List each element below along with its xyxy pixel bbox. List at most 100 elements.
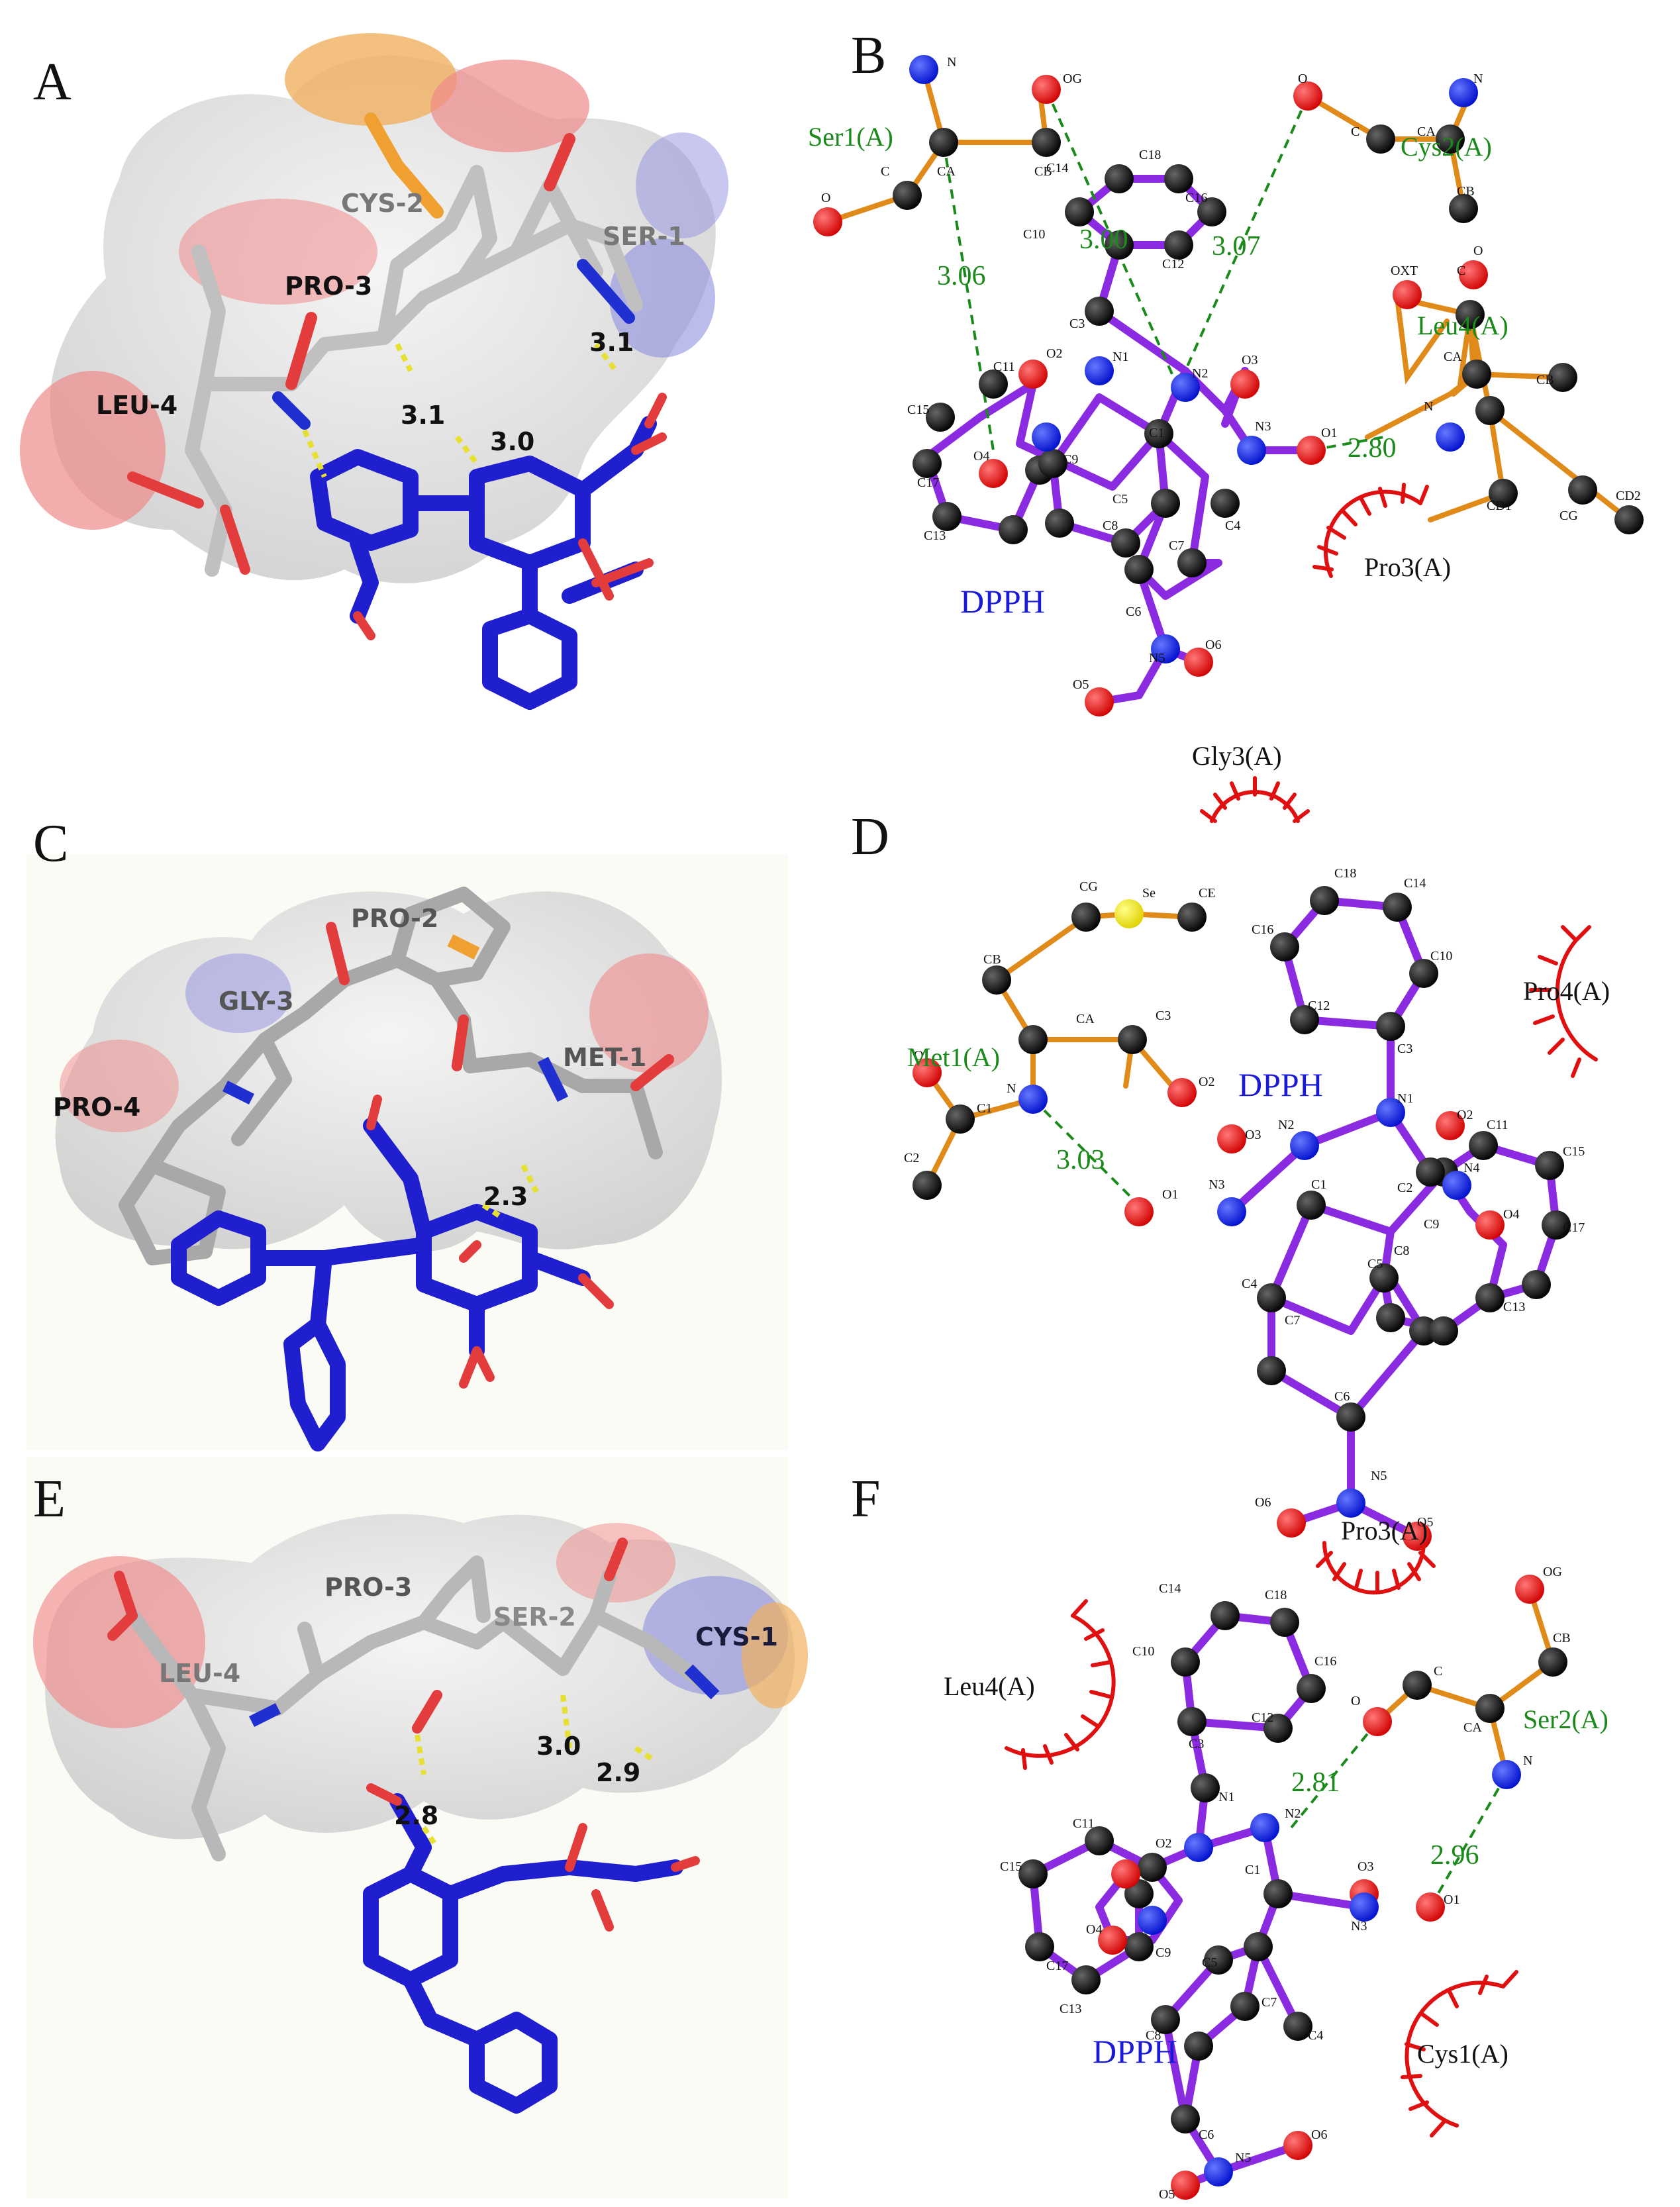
svg-text:C: C [1434,1664,1442,1679]
svg-text:N3: N3 [1255,419,1271,434]
svg-text:N3: N3 [1209,1177,1224,1192]
svg-text:O: O [821,191,830,205]
svg-text:C14: C14 [1046,161,1068,175]
svg-text:N5: N5 [1149,651,1165,665]
svg-text:C: C [881,164,889,179]
svg-text:C12: C12 [1162,257,1184,271]
svg-text:C3: C3 [1397,1042,1412,1056]
svg-text:C13: C13 [1060,2002,1081,2016]
distance-label: 2.9 [596,1758,640,1787]
svg-text:O2: O2 [1156,1836,1171,1851]
ligand-label: DPPH [960,583,1045,620]
svg-text:CG: CG [1079,879,1098,894]
panel-label-d: D [851,808,889,866]
svg-text:CB: CB [983,952,1001,967]
svg-text:C14: C14 [1159,1581,1181,1596]
svg-text:C5: C5 [1202,1955,1217,1970]
residue-cys2: Cys2(A) [1401,132,1492,162]
svg-text:C1: C1 [1311,1177,1326,1192]
svg-text:C: C [1457,264,1465,278]
svg-text:N: N [1424,399,1433,414]
hbond-distance: 3.06 [937,261,986,291]
panel-b: N OG O C CA CB N CA C O CB OXT C O CA CB… [808,26,1644,716]
residue-label-pro4: PRO-4 [53,1093,140,1122]
svg-text:C: C [1351,124,1359,139]
svg-text:C7: C7 [1169,538,1184,553]
svg-text:N: N [1473,72,1483,86]
svg-text:O6: O6 [1311,2128,1327,2142]
svg-text:C9: C9 [1063,452,1078,467]
svg-text:C18: C18 [1265,1588,1287,1602]
hbond-distance: 2.80 [1348,433,1397,464]
hbond-distance: 2.81 [1291,1767,1340,1798]
atom-labels: CG Se CE CB C3 CA O2 O1 C1 N C2 C18 C14 … [904,866,1585,1530]
svg-text:C1: C1 [1245,1863,1260,1877]
svg-text:C10: C10 [1023,227,1045,242]
residue-pro4: Pro4(A) [1523,976,1610,1006]
svg-text:C11: C11 [993,360,1015,374]
svg-text:C15: C15 [907,403,929,417]
svg-text:O5: O5 [1159,2187,1175,2202]
residue-pro3: Pro3(A) [1341,1516,1428,1545]
svg-text:N: N [1007,1081,1016,1096]
panel-label-f: F [851,1470,881,1528]
svg-text:O: O [1298,72,1307,86]
svg-text:O: O [1473,244,1483,258]
svg-text:N2: N2 [1192,366,1208,381]
svg-text:Se: Se [1142,886,1156,901]
svg-text:O4: O4 [1503,1207,1519,1222]
svg-text:O2: O2 [1457,1108,1473,1122]
atom-labels: N OG O C CA CB N CA C O CB OXT C O CA CB… [821,55,1641,692]
panel-d: CG Se CE CB C3 CA O2 O1 C1 N C2 C18 C14 … [851,741,1610,1551]
atoms-carbon [1018,1601,1567,2133]
svg-text:C11: C11 [1073,1816,1095,1831]
svg-text:N: N [947,55,956,70]
svg-text:C13: C13 [1503,1300,1525,1314]
svg-text:CA: CA [1417,124,1436,139]
svg-text:C14: C14 [1404,876,1426,891]
svg-text:CB: CB [1457,184,1475,199]
svg-text:OG: OG [1543,1565,1562,1579]
svg-text:O3: O3 [1242,353,1258,368]
residue-label-gly3: GLY-3 [219,987,294,1016]
svg-text:C17: C17 [1046,1959,1068,1973]
svg-text:N5: N5 [1371,1469,1387,1483]
panel-label-e: E [33,1470,66,1528]
svg-text:C15: C15 [1563,1144,1585,1159]
residue-cys1: Cys1(A) [1417,2039,1508,2069]
svg-text:CA: CA [1076,1012,1095,1026]
residue-label-ser1: SER-1 [603,222,685,251]
residue-label-cys2: CYS-2 [341,189,424,218]
panel-label-b: B [851,26,886,85]
hydrophobic-arc [1401,1970,1518,2137]
svg-text:C9: C9 [1156,1945,1171,1960]
svg-text:C17: C17 [1563,1220,1585,1235]
svg-text:O1: O1 [1162,1187,1178,1202]
svg-text:C17: C17 [917,475,939,490]
svg-text:C3: C3 [1156,1008,1171,1023]
residue-gly3: Gly3(A) [1192,741,1282,771]
svg-text:O5: O5 [1417,1515,1433,1530]
hbond-distance: 3.07 [1212,231,1261,262]
svg-text:C8: C8 [1394,1244,1409,1258]
svg-text:O1: O1 [914,1048,930,1063]
svg-text:O3: O3 [1245,1128,1261,1142]
svg-text:O4: O4 [973,449,989,464]
residue-pro3: Pro3(A) [1364,552,1451,582]
residue-label-leu4: LEU-4 [159,1659,240,1688]
atom-selenium [1114,899,1144,928]
hydrophobic-arc [1529,925,1598,1078]
svg-text:C1: C1 [1149,426,1164,440]
residue-label-pro2: PRO-2 [351,904,438,933]
svg-text:C6: C6 [1126,605,1141,619]
svg-text:C5: C5 [1367,1257,1383,1271]
hbond-distance: 3.03 [1056,1145,1105,1175]
svg-text:N4: N4 [1463,1161,1479,1175]
panel-label-c: C [33,814,68,873]
svg-text:CD2: CD2 [1616,489,1641,503]
svg-text:C13: C13 [924,528,946,543]
distance-label: 3.0 [490,427,534,456]
atom-labels: OG CB C14 C18 C16 C10 C12 O C CA N C3 N1… [1000,1565,1571,2202]
svg-text:OXT: OXT [1391,264,1418,278]
svg-text:CA: CA [1444,350,1462,364]
